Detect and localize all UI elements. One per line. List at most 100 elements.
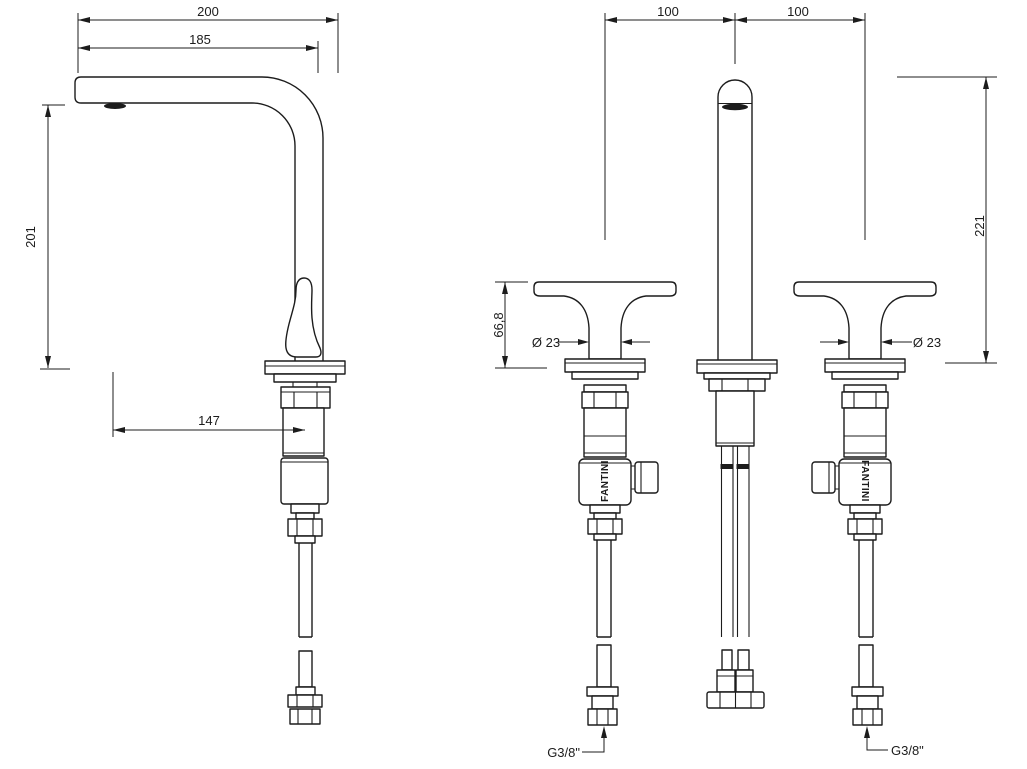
connector-ring: [287, 694, 323, 708]
mounting-nut: [708, 378, 766, 392]
flange-ring: [703, 372, 771, 380]
connector-ring-facets: [296, 695, 314, 707]
dimension-label: 200: [197, 4, 219, 19]
valve-cylinder: [282, 407, 325, 457]
thread-label: G3/8": [547, 745, 580, 760]
supply-tube-upper: [298, 543, 313, 638]
deck-flange: [264, 360, 346, 375]
dimension-lines: [78, 41, 319, 73]
dimension-lines: [112, 372, 305, 437]
dimension-label: Ø 23: [532, 335, 560, 350]
leader-arrowhead: [864, 726, 870, 738]
lever-handle: [285, 277, 322, 358]
dimension-label: 100: [787, 4, 809, 19]
body-neck: [593, 512, 617, 520]
dimension-spacing-left: 100: [604, 4, 736, 240]
dimension-outlet-offset: 147: [112, 372, 305, 437]
brand-marking-left: FANTINI: [600, 460, 611, 502]
connector-nut-facets: [596, 709, 609, 725]
body-neck-2: [294, 535, 316, 544]
spout-outline: [74, 76, 324, 361]
mounting-nut-facets: [721, 379, 749, 391]
dimension-lines: [40, 104, 70, 370]
thread-callout-right: G3/8": [864, 726, 924, 758]
spout-column: [717, 79, 753, 361]
connector-nut: [587, 708, 618, 726]
dimension-arrowheads: [838, 339, 892, 345]
spout-body: [715, 390, 755, 447]
dimension-handle-diameter-right: Ø 23: [820, 335, 941, 350]
hose-lower-right: [737, 649, 750, 671]
body-nut: [287, 518, 323, 537]
dimension-label: 66,8: [491, 312, 506, 337]
valve-cylinder: [583, 407, 627, 458]
dimension-total-height: 221: [897, 76, 997, 364]
leader-lines: [582, 734, 605, 753]
dimension-lines: [77, 13, 339, 73]
left-handle-assembly: [533, 281, 677, 726]
hose-connector-base-facets: [719, 692, 752, 708]
dimension-label: 100: [657, 4, 679, 19]
valve-cylinder-edges: [584, 435, 626, 454]
thread-label: G3/8": [891, 743, 924, 758]
outlet-port: [634, 461, 659, 494]
valve-block: [280, 457, 329, 505]
brand-marking-right: FANTINI: [859, 460, 870, 502]
connector-nut: [289, 708, 321, 725]
deck-flange: [564, 358, 646, 373]
mounting-nut-facets: [593, 392, 617, 408]
body-neck: [295, 512, 315, 520]
flange-ring: [273, 373, 337, 383]
supply-tube-lower: [596, 644, 612, 688]
aerator-outlet: [104, 103, 126, 109]
mounting-nut: [280, 386, 331, 409]
dimension-arrowheads: [578, 339, 632, 345]
side-view: 200 185 201 147: [23, 4, 346, 725]
hose-lower-left: [721, 649, 733, 671]
aerator-outlet: [722, 103, 748, 111]
body-nut-facets: [296, 519, 314, 536]
dimension-spout-height: 201: [23, 104, 70, 370]
dimension-spout-reach: 185: [78, 32, 319, 73]
dimension-total-reach: 200: [77, 4, 339, 73]
dimension-label: 201: [23, 226, 38, 248]
body-nut-facets: [596, 519, 614, 534]
mounting-nut: [581, 391, 629, 409]
leader-lines: [866, 734, 888, 751]
flex-hoses-upper: [720, 446, 750, 637]
hose-end-collar-right: [735, 669, 754, 693]
body-shoulder: [589, 504, 621, 514]
dimension-spacing-right: 100: [735, 4, 866, 240]
flange-ring: [571, 371, 639, 380]
dimension-handle-height: 66,8: [491, 281, 547, 369]
dimension-label: 147: [198, 413, 220, 428]
center-spout: [696, 79, 778, 709]
nut-band: [583, 384, 627, 393]
front-view: FANTINI FANTINI: [491, 4, 997, 760]
dimension-lines: [735, 13, 866, 240]
dimension-lines: [604, 13, 736, 240]
hose-collar-left: [720, 464, 734, 469]
mounting-nut-facets: [281, 391, 330, 408]
supply-tube-upper: [596, 540, 612, 638]
leader-arrowhead: [601, 726, 607, 738]
body-nut: [587, 518, 623, 535]
dimension-handle-diameter-left: Ø 23: [532, 335, 650, 350]
hose-end-collar-left: [716, 669, 736, 693]
connector-ring: [586, 686, 619, 697]
thread-callout-left: G3/8": [547, 726, 607, 760]
connector-neck: [591, 695, 614, 710]
hose-collar-right: [736, 464, 750, 469]
dimension-lines: [897, 76, 997, 364]
dimension-label: 221: [972, 215, 987, 237]
dimension-label: Ø 23: [913, 335, 941, 350]
connector-shoulder: [295, 686, 316, 696]
dimension-label: 185: [189, 32, 211, 47]
flange-stubs: [292, 382, 318, 387]
deck-flange: [696, 359, 778, 374]
dimension-lines: [495, 281, 547, 369]
body-neck-2: [593, 533, 617, 541]
supply-tube-lower: [298, 650, 313, 688]
